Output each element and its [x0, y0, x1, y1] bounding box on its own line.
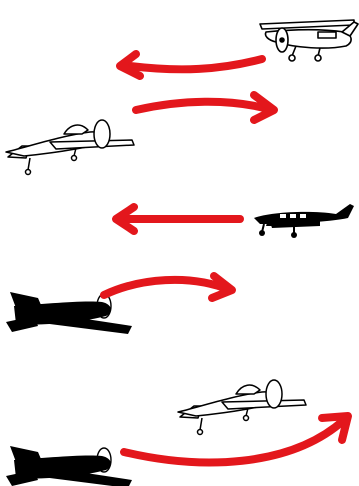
high-wing-plane-icon: [260, 20, 358, 61]
left-arrow-icon: [120, 54, 262, 76]
right-arrow-icon: [136, 95, 274, 120]
up-right-curved-arrow-icon: [124, 416, 348, 462]
right-curved-arrow-icon: [104, 276, 232, 298]
low-wing-plane-icon: [6, 120, 134, 175]
low-wing-plane-icon: [6, 292, 132, 334]
low-wing-plane-silhouette-icon: [6, 446, 132, 486]
twin-engine-plane-icon: [254, 204, 354, 238]
left-arrow-icon: [116, 207, 240, 231]
low-wing-plane-icon: [178, 380, 306, 435]
